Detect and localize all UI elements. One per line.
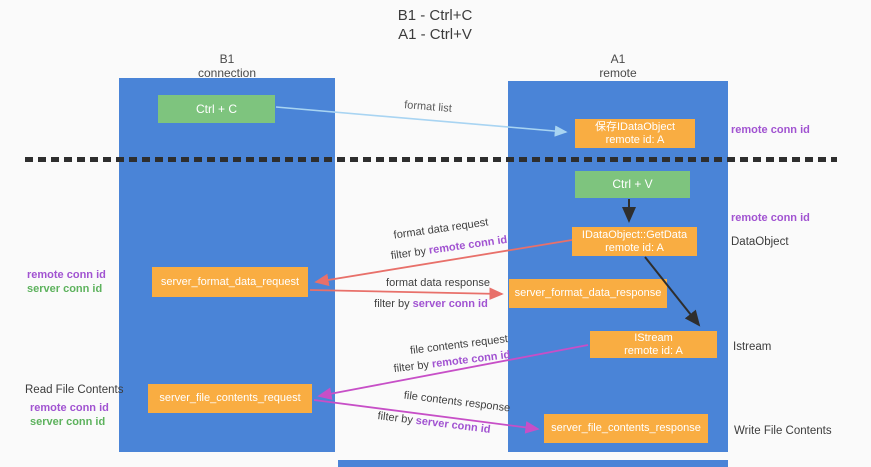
save-dataobject-line1: 保存IDataObject — [594, 120, 676, 133]
title-line-2: A1 - Ctrl+V — [398, 26, 472, 43]
phase-separator-dashed-line — [25, 157, 837, 162]
lifeline-a1-subtitle: remote — [599, 66, 637, 80]
server-format-data-request-box: server_format_data_request — [152, 267, 308, 297]
write-file-contents-note: Write File Contents — [734, 425, 832, 437]
lifeline-b1-title: B1 — [219, 52, 235, 66]
format-conn-ids-note: remote conn id server conn id — [27, 268, 106, 296]
remote-conn-id-note-top: remote conn id — [731, 124, 810, 136]
lifeline-b1-subtitle: connection — [197, 66, 257, 80]
getdata-line1: IDataObject::GetData — [581, 228, 688, 241]
lifeline-header-b1: B1 connection — [157, 52, 297, 80]
getdata-box: IDataObject::GetData remote id: A — [572, 227, 697, 256]
cropped-bottom-element — [338, 460, 728, 467]
file-contents-response-label: file contents response — [403, 389, 511, 415]
filter-prefix: filter by — [374, 298, 410, 310]
format-data-response-arrow — [309, 287, 504, 301]
ctrl-v-box: Ctrl + V — [575, 171, 690, 198]
getdata-line2: remote id: A — [605, 241, 664, 254]
filter-prefix: filter by — [393, 358, 430, 376]
filter-key: server conn id — [412, 298, 488, 310]
format-list-label: format list — [403, 99, 453, 115]
istream-line1: IStream — [634, 331, 673, 344]
server-file-contents-response-box: server_file_contents_response — [544, 414, 708, 443]
server-format-data-request-label: server_format_data_request — [160, 275, 300, 288]
read-file-contents-note: Read File Contents — [25, 384, 124, 396]
format-data-response-label: format data response — [386, 277, 490, 289]
diagram-title: B1 - Ctrl+C A1 - Ctrl+V — [310, 6, 560, 44]
save-dataobject-box: 保存IDataObject remote id: A — [575, 119, 695, 148]
remote-conn-id-note-left2: remote conn id — [30, 402, 109, 414]
title-line-1: B1 - Ctrl+C — [397, 7, 473, 24]
server-file-contents-request-box: server_file_contents_request — [148, 384, 312, 413]
istream-box: IStream remote id: A — [590, 331, 717, 358]
server-format-data-response-box: server_format_data_response — [509, 279, 667, 308]
ctrl-v-label: Ctrl + V — [612, 177, 653, 191]
remote-conn-id-note-mid: remote conn id — [731, 212, 810, 224]
save-dataobject-line2: remote id: A — [605, 133, 665, 146]
dataobject-note: DataObject — [731, 236, 789, 248]
istream-note: Istream — [733, 341, 772, 353]
remote-conn-id-note-left1: remote conn id — [27, 269, 106, 281]
istream-line2: remote id: A — [624, 344, 683, 357]
ctrl-c-box: Ctrl + C — [158, 95, 275, 123]
lifeline-a1-title: A1 — [610, 52, 626, 66]
server-file-contents-request-label: server_file_contents_request — [159, 392, 301, 404]
server-conn-id-note-left1: server conn id — [27, 283, 103, 295]
server-format-data-response-label: server_format_data_response — [514, 287, 662, 299]
filter-key: server conn id — [415, 414, 492, 436]
server-file-contents-response-label: server_file_contents_response — [551, 422, 701, 434]
file-conn-ids-note: remote conn id server conn id — [30, 401, 109, 429]
filter-key: remote conn id — [428, 233, 508, 257]
server-conn-id-note-left2: server conn id — [30, 416, 106, 428]
filter-prefix: filter by — [390, 245, 427, 263]
lifeline-header-a1: A1 remote — [548, 52, 688, 80]
filter-prefix: filter by — [376, 410, 414, 427]
ctrl-c-label: Ctrl + C — [195, 101, 237, 116]
